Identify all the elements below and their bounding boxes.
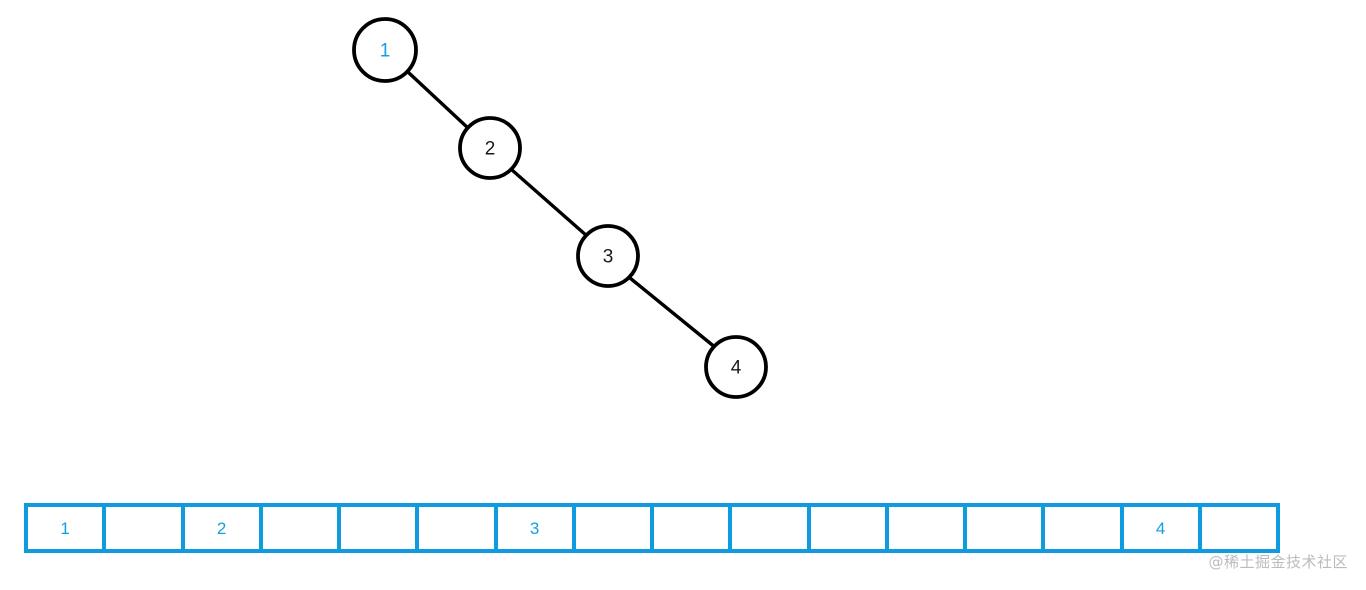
node-circle-3 xyxy=(576,224,640,288)
array-cell-16[interactable] xyxy=(1201,507,1276,549)
array-cell-6[interactable] xyxy=(419,507,494,549)
watermark-text: @稀土掘金技术社区 xyxy=(1208,553,1348,571)
node-circle-4 xyxy=(704,335,768,399)
node-circle-1 xyxy=(352,17,418,83)
tree-node-3[interactable]: 3 xyxy=(576,224,640,288)
array-cell-7[interactable]: 3 xyxy=(497,507,572,549)
tree-node-2[interactable]: 2 xyxy=(458,116,522,180)
array-cell-15[interactable]: 4 xyxy=(1123,507,1198,549)
node-label-1: 1 xyxy=(380,41,391,62)
array-cell-1[interactable]: 1 xyxy=(28,507,103,549)
array-cell-12[interactable] xyxy=(888,507,963,549)
array-cell-14[interactable] xyxy=(1045,507,1120,549)
array-cell-3[interactable]: 2 xyxy=(184,507,259,549)
tree-edges xyxy=(407,71,718,350)
array-cell-9[interactable] xyxy=(654,507,729,549)
node-label-4: 4 xyxy=(731,358,742,379)
binary-tree-diagram: 1 2 3 4 xyxy=(352,17,768,399)
heap-array-representation: 1 2 3 4 xyxy=(24,503,1280,553)
array-cell-2[interactable] xyxy=(106,507,181,549)
array-cell-11[interactable] xyxy=(810,507,885,549)
array-cell-4[interactable] xyxy=(262,507,337,549)
edge-1-2 xyxy=(407,71,470,130)
array-cell-5[interactable] xyxy=(341,507,416,549)
array-cell-13[interactable] xyxy=(967,507,1042,549)
edge-3-4 xyxy=(628,276,718,350)
node-circle-2 xyxy=(458,116,522,180)
tree-node-4[interactable]: 4 xyxy=(704,335,768,399)
node-label-3: 3 xyxy=(603,247,614,268)
array-cell-10[interactable] xyxy=(732,507,807,549)
edge-2-3 xyxy=(510,168,589,238)
tree-nodes: 1 2 3 4 xyxy=(352,17,768,399)
array-cell-8[interactable] xyxy=(575,507,650,549)
node-label-2: 2 xyxy=(485,139,496,160)
tree-node-1[interactable]: 1 xyxy=(352,17,418,83)
